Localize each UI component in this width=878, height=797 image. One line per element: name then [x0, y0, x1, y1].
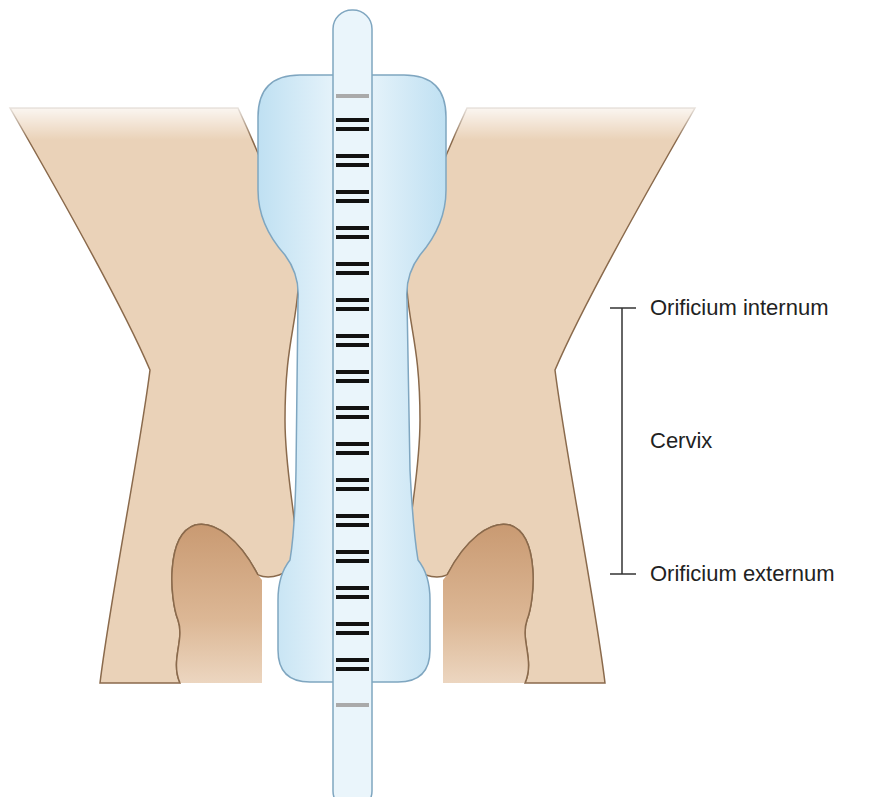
scale-bar — [336, 586, 369, 590]
scale-bar — [336, 550, 369, 554]
scale-bar — [336, 226, 369, 230]
scale-bar — [336, 478, 369, 482]
anatomy-label: Cervix — [650, 430, 712, 452]
scale-bar — [336, 559, 369, 563]
scale-bar — [336, 199, 369, 203]
scale-bar — [336, 415, 369, 419]
catheter-tube — [333, 10, 372, 797]
scale-bar — [336, 622, 369, 626]
scale-bar — [336, 262, 369, 266]
scale-bar — [336, 307, 369, 311]
scale-bar — [336, 271, 369, 275]
scale-bar — [336, 595, 369, 599]
left-tissue — [10, 108, 298, 683]
scale-bar — [336, 235, 369, 239]
scale-marks — [336, 94, 369, 707]
scale-bar — [336, 298, 369, 302]
bracket — [610, 308, 636, 574]
scale-bar — [336, 523, 369, 527]
scale-bar — [336, 94, 369, 98]
scale-bar — [336, 379, 369, 383]
scale-bar — [336, 667, 369, 671]
scale-bar — [336, 514, 369, 518]
scale-bar — [336, 406, 369, 410]
scale-bar — [336, 370, 369, 374]
scale-bar — [336, 343, 369, 347]
right-tissue — [407, 108, 695, 683]
scale-bar — [336, 334, 369, 338]
scale-bar — [336, 163, 369, 167]
anatomy-label: Orificium internum — [650, 297, 828, 319]
scale-bar — [336, 118, 369, 122]
scale-bar — [336, 487, 369, 491]
anatomy-label: Orificium externum — [650, 563, 835, 585]
scale-bar — [336, 703, 369, 707]
scale-bar — [336, 190, 369, 194]
scale-bar — [336, 658, 369, 662]
scale-bar — [336, 631, 369, 635]
scale-bar — [336, 154, 369, 158]
scale-bar — [336, 451, 369, 455]
scale-bar — [336, 442, 369, 446]
scale-bar — [336, 127, 369, 131]
